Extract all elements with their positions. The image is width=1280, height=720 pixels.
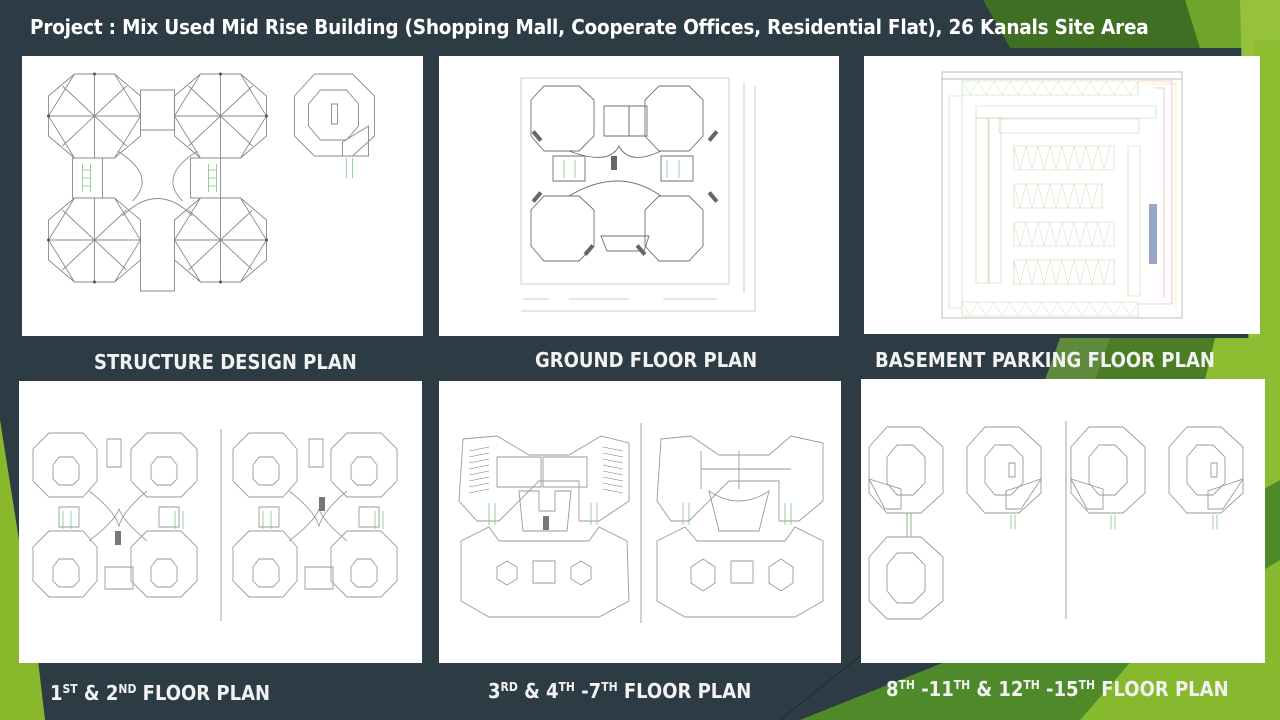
first-second-floor-drawing — [19, 381, 422, 663]
basement-parking-floor-plan-caption: BASEMENT PARKING FLOOR PLAN — [875, 348, 1215, 372]
structure-design-plan-image — [22, 56, 423, 336]
eighth-fifteenth-floor-drawing — [861, 379, 1265, 663]
first-second-floor-plan-caption: 1ST & 2ND FLOOR PLAN — [50, 681, 271, 705]
ground-floor-plan-image — [439, 56, 839, 336]
slide-title: Project : Mix Used Mid Rise Building (Sh… — [30, 15, 1149, 39]
ground-floor-plan-caption: GROUND FLOOR PLAN — [535, 348, 758, 372]
structure-plan-drawing — [47, 72, 423, 336]
basement-parking-drawing — [864, 56, 1260, 334]
third-seventh-floor-plan-caption: 3RD & 4TH -7TH FLOOR PLAN — [488, 679, 752, 703]
eighth-fifteenth-floor-plan-caption: 8TH -11TH & 12TH -15TH FLOOR PLAN — [886, 677, 1229, 701]
structure-design-plan-caption: STRUCTURE DESIGN PLAN — [94, 350, 357, 374]
third-seventh-floor-plan-image — [439, 381, 841, 663]
third-seventh-floor-drawing — [439, 381, 841, 663]
ground-floor-plan-drawing — [439, 56, 839, 336]
eighth-fifteenth-floor-plan-image — [861, 379, 1265, 663]
first-second-floor-plan-image — [19, 381, 422, 663]
basement-parking-floor-plan-image — [864, 56, 1260, 334]
